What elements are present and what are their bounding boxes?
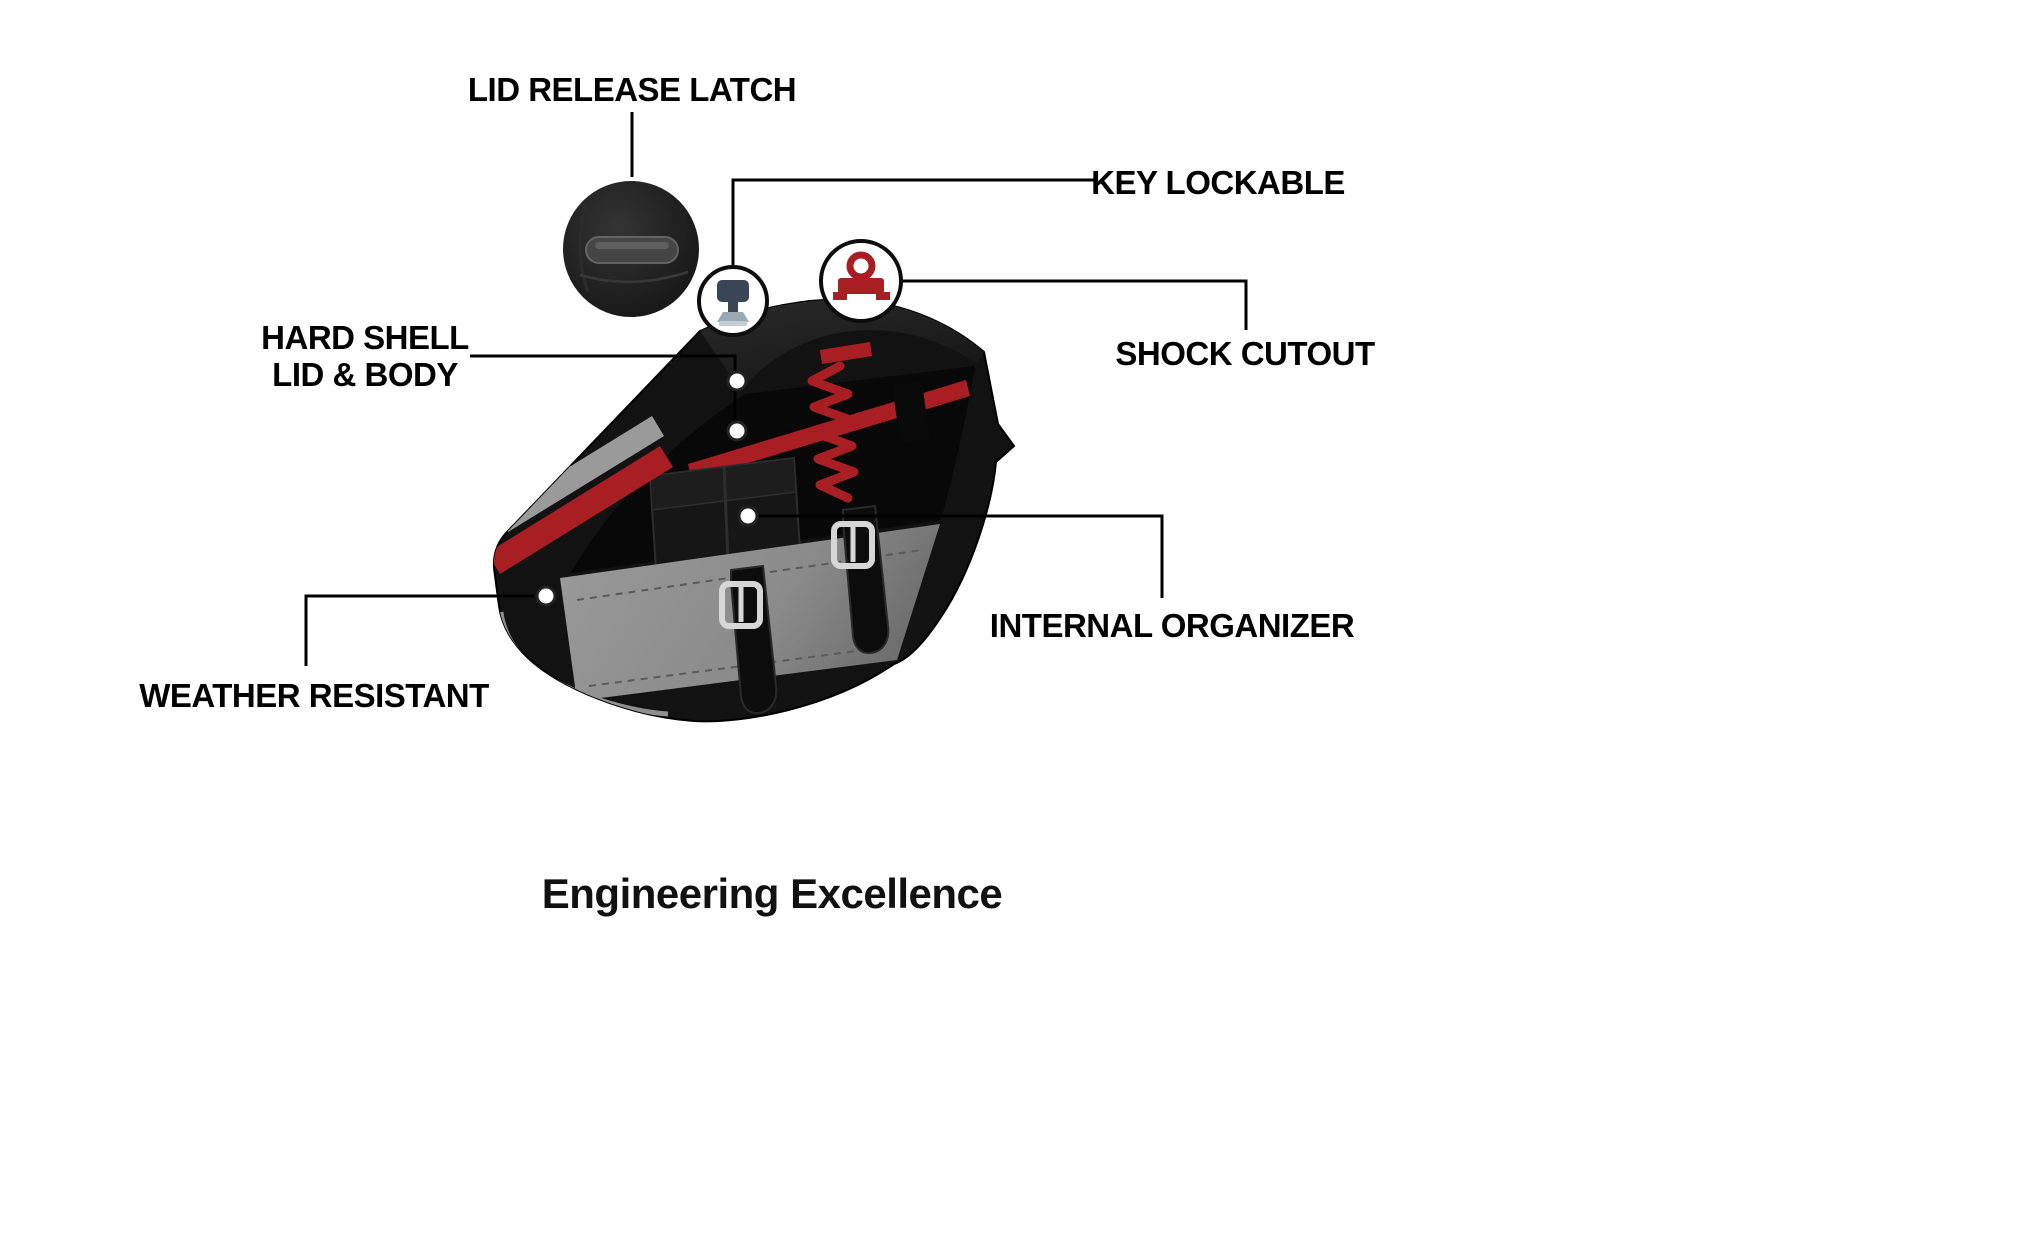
label-hard-shell-line1: HARD SHELL — [261, 319, 469, 356]
diagram-title: Engineering Excellence — [541, 870, 1003, 917]
line-hard-shell — [470, 354, 737, 430]
label-key-lockable: KEY LOCKABLE — [1091, 164, 1345, 201]
label-lid-release-latch: LID RELEASE LATCH — [467, 71, 797, 108]
gray-accent-stripe — [496, 416, 664, 532]
callout-anchor-dots — [535, 370, 759, 607]
key-icon — [697, 265, 769, 337]
strap-right — [831, 504, 890, 655]
callout-anchor-dot — [535, 585, 557, 607]
red-accent-stripe — [493, 446, 673, 574]
callout-lines — [304, 112, 1248, 666]
label-shock-cutout: SHOCK CUTOUT — [1115, 335, 1375, 372]
saddlebag-body — [492, 298, 1016, 723]
strap-left — [719, 564, 778, 715]
callout-anchor-dot — [737, 505, 759, 527]
frame-bracket — [820, 342, 872, 364]
buckle-left — [719, 581, 763, 629]
label-weather-resistant: WEATHER RESISTANT — [139, 677, 489, 714]
hard-shell-lid — [700, 299, 984, 391]
label-hard-shell-lid-body: HARD SHELL LID & BODY — [235, 319, 495, 394]
line-shock-cutout — [901, 279, 1248, 330]
line-weather-resistant — [304, 594, 534, 666]
shock-coil — [807, 361, 859, 503]
interior-slot — [892, 381, 930, 443]
line-key-lockable — [731, 178, 1098, 265]
lid-latch-detail-icon — [559, 177, 703, 321]
label-hard-shell-line2: LID & BODY — [272, 355, 458, 393]
label-internal-organizer: INTERNAL ORGANIZER — [989, 607, 1355, 644]
line-internal-organizer — [758, 514, 1164, 598]
shock-absorber-icon — [819, 239, 903, 323]
buckle-right — [831, 521, 875, 569]
callout-anchor-dot — [726, 420, 748, 442]
callout-anchor-dot — [726, 370, 748, 392]
